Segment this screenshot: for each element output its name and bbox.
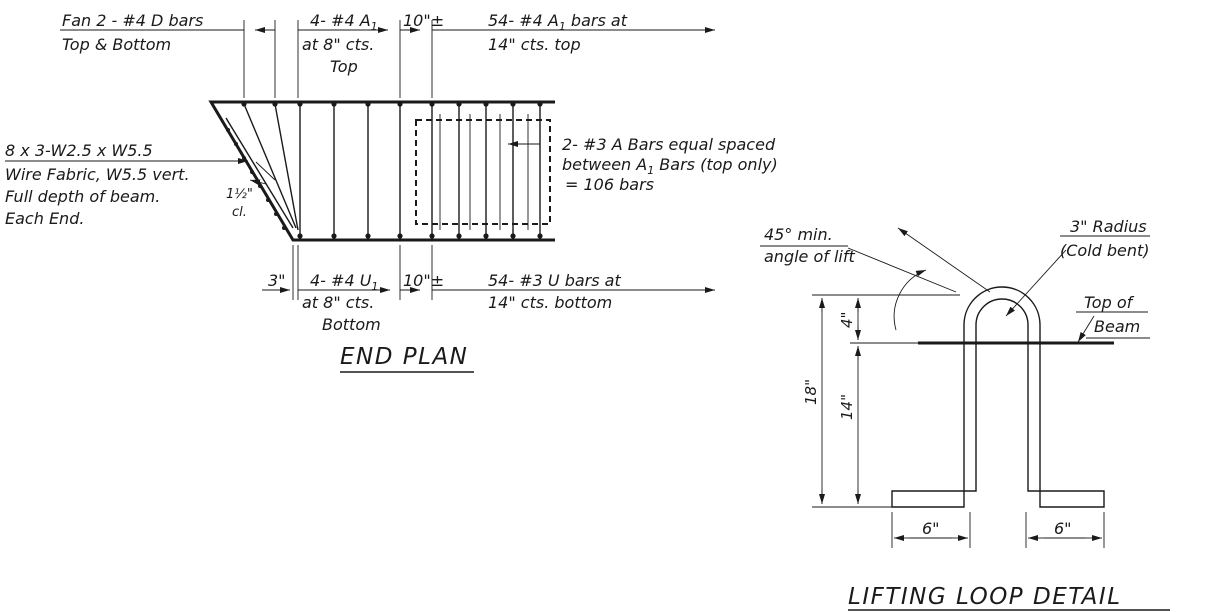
fan-bars-label: Fan 2 - #4 D bars bbox=[62, 11, 203, 30]
wire-fabric-label-2: Wire Fabric, W5.5 vert. bbox=[5, 165, 190, 184]
a-bars-ticks bbox=[439, 114, 529, 230]
clear-cover-label: 1½" bbox=[226, 187, 253, 202]
leaders bbox=[5, 141, 540, 186]
u1-label: 4- #4 U1 bbox=[310, 271, 378, 293]
a1-bars-spacing: 14" cts. top bbox=[488, 35, 581, 54]
wire-fabric-label-3: Full depth of beam. bbox=[5, 187, 160, 206]
a1-top-position: Top bbox=[330, 57, 358, 76]
radius-label-2: (Cold bent) bbox=[1060, 241, 1150, 260]
u1-spacing: at 8" cts. bbox=[302, 293, 374, 312]
fan-bars-label-2: Top & Bottom bbox=[62, 35, 171, 54]
dim-4-label: 4" bbox=[838, 312, 856, 328]
a-bars-label-3: = 106 bars bbox=[565, 175, 654, 194]
angle-label: 45° min. bbox=[764, 225, 833, 244]
top-of-beam-label: Top of bbox=[1084, 293, 1135, 312]
wire-fabric-label: 8 x 3-W2.5 x W5.5 bbox=[5, 141, 153, 160]
u-bars-label: 54- #3 U bars at bbox=[488, 271, 621, 290]
wire-fabric-label-4: Each End. bbox=[5, 209, 84, 228]
top-of-beam-label-2: Beam bbox=[1094, 317, 1140, 336]
u-bars-spacing: 14" cts. bottom bbox=[488, 293, 612, 312]
a-bars-label: 2- #3 A Bars equal spaced bbox=[562, 135, 776, 154]
bottom-dimensions bbox=[262, 245, 715, 300]
end-plan: Fan 2 - #4 D bars Top & Bottom 4- #4 A1 … bbox=[5, 11, 778, 373]
beam-end-outline bbox=[208, 100, 555, 242]
wire-fabric bbox=[226, 128, 286, 230]
a1-top-label: 4- #4 A1 bbox=[310, 11, 378, 33]
dim-18-label: 18" bbox=[802, 379, 820, 405]
bar-dots bbox=[241, 101, 543, 239]
dim-3: 3" bbox=[268, 271, 286, 290]
a1-bars-label: 54- #4 A1 bars at bbox=[488, 11, 628, 33]
loop-leaders bbox=[847, 227, 1150, 343]
fan-d-bars bbox=[225, 103, 299, 231]
angle-label-2: angle of lift bbox=[764, 247, 856, 266]
a-bars-label-2: between A1 Bars (top only) bbox=[562, 155, 778, 177]
dim-10-top: 10"± bbox=[403, 11, 444, 30]
lifting-loop-title: LIFTING LOOP DETAIL bbox=[848, 584, 1122, 610]
u1-position: Bottom bbox=[322, 315, 381, 334]
dim-6-right-label: 6" bbox=[1054, 519, 1072, 538]
clear-cover-unit: cl. bbox=[232, 205, 247, 220]
dim-10-bottom: 10"± bbox=[403, 271, 444, 290]
dim-14-label: 14" bbox=[838, 394, 856, 420]
lifting-loop-bar bbox=[891, 286, 1105, 508]
a1-u1-bars bbox=[299, 104, 541, 236]
a-bars-dashed-zone bbox=[415, 119, 551, 225]
loop-dimensions bbox=[812, 294, 1105, 548]
top-dimensions bbox=[60, 20, 715, 98]
end-plan-title: END PLAN bbox=[340, 344, 468, 370]
lifting-loop-detail: 45° min. angle of lift 3" Radius (Cold b… bbox=[760, 217, 1170, 611]
dim-6-left-label: 6" bbox=[922, 519, 940, 538]
a1-top-spacing: at 8" cts. bbox=[302, 35, 374, 54]
radius-label: 3" Radius bbox=[1070, 217, 1147, 236]
